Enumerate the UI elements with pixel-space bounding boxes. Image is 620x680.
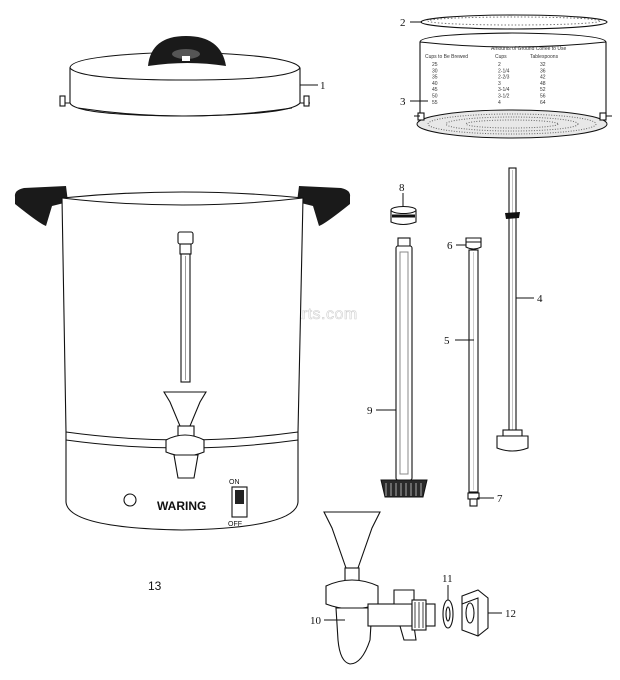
table-cell: 2 — [498, 62, 501, 68]
callout-2: 2 — [400, 17, 406, 29]
callout-8: 8 — [399, 182, 405, 194]
table-cell: 45 — [432, 87, 438, 93]
left-handle-part — [14, 186, 68, 226]
callout-11: 11 — [442, 573, 453, 585]
washer-part — [442, 599, 454, 629]
table-cell: 4 — [498, 100, 501, 106]
table-cell: 2-2/3 — [498, 75, 510, 81]
table-cell: 56 — [540, 94, 546, 100]
callout-13: 13 — [148, 579, 162, 593]
gauge-glass-part — [380, 237, 428, 498]
table-cell: 3 — [498, 81, 501, 87]
spreader-tube-part — [468, 249, 479, 493]
callout-labels: 1 2 3 4 5 6 7 8 9 10 11 12 13 — [148, 17, 543, 627]
tube-foot-part — [467, 492, 480, 507]
callout-12: 12 — [505, 608, 516, 620]
indicator-light — [123, 493, 137, 507]
coffee-amount-table: Amounts of Ground Coffee to Use Cups to … — [425, 46, 566, 106]
table-cell: 2-1/4 — [498, 68, 510, 74]
tube-cap-part — [465, 237, 482, 250]
table-cell: 50 — [432, 94, 438, 100]
basket-part — [414, 32, 612, 139]
table-cell: 52 — [540, 87, 546, 93]
table-cell: 3-1/2 — [498, 94, 510, 100]
table-rows: 25 2 32 30 2-1/4 36 35 2-2/3 42 40 3 48 45 3-1/4 52 50 3… — [432, 62, 546, 106]
faucet-part — [323, 511, 436, 665]
table-cell: 36 — [540, 68, 546, 74]
callout-4: 4 — [537, 293, 543, 305]
switch-on-label: ON — [229, 479, 240, 486]
table-cell: 40 — [432, 81, 438, 87]
gauge-cap-part — [390, 206, 417, 226]
table-cell: 3-1/4 — [498, 87, 510, 93]
callout-1: 1 — [320, 80, 326, 92]
table-cell: 42 — [540, 75, 546, 81]
switch-off-label: OFF — [228, 521, 242, 528]
table-cell: 64 — [540, 100, 546, 106]
table-header-main: Amounts of Ground Coffee to Use — [491, 46, 566, 52]
pump-tube-part — [496, 167, 529, 452]
callout-10: 10 — [310, 615, 322, 627]
callout-5: 5 — [444, 335, 450, 347]
table-cell: 32 — [540, 62, 546, 68]
right-handle-part — [297, 186, 351, 226]
callout-3: 3 — [400, 96, 406, 108]
table-col-cups-brewed: Cups to Be Brewed — [425, 54, 468, 60]
basket-cover-part — [420, 14, 608, 30]
table-cell: 30 — [432, 68, 438, 74]
table-cell: 55 — [432, 100, 438, 106]
lid-part — [59, 36, 310, 117]
table-cell: 25 — [432, 62, 438, 68]
callout-9: 9 — [367, 405, 373, 417]
table-col-tablespoons: Tablespoons — [530, 54, 559, 60]
callout-leaders — [300, 21, 534, 621]
table-cell: 48 — [540, 81, 546, 87]
callout-6: 6 — [447, 240, 453, 252]
table-cell: 35 — [432, 75, 438, 81]
table-col-cups: Cups — [495, 54, 507, 60]
urn-body-part: WARING ON OFF — [14, 186, 351, 531]
nut-part — [461, 589, 489, 637]
brand-label: WARING — [157, 499, 206, 513]
callout-7: 7 — [497, 493, 503, 505]
